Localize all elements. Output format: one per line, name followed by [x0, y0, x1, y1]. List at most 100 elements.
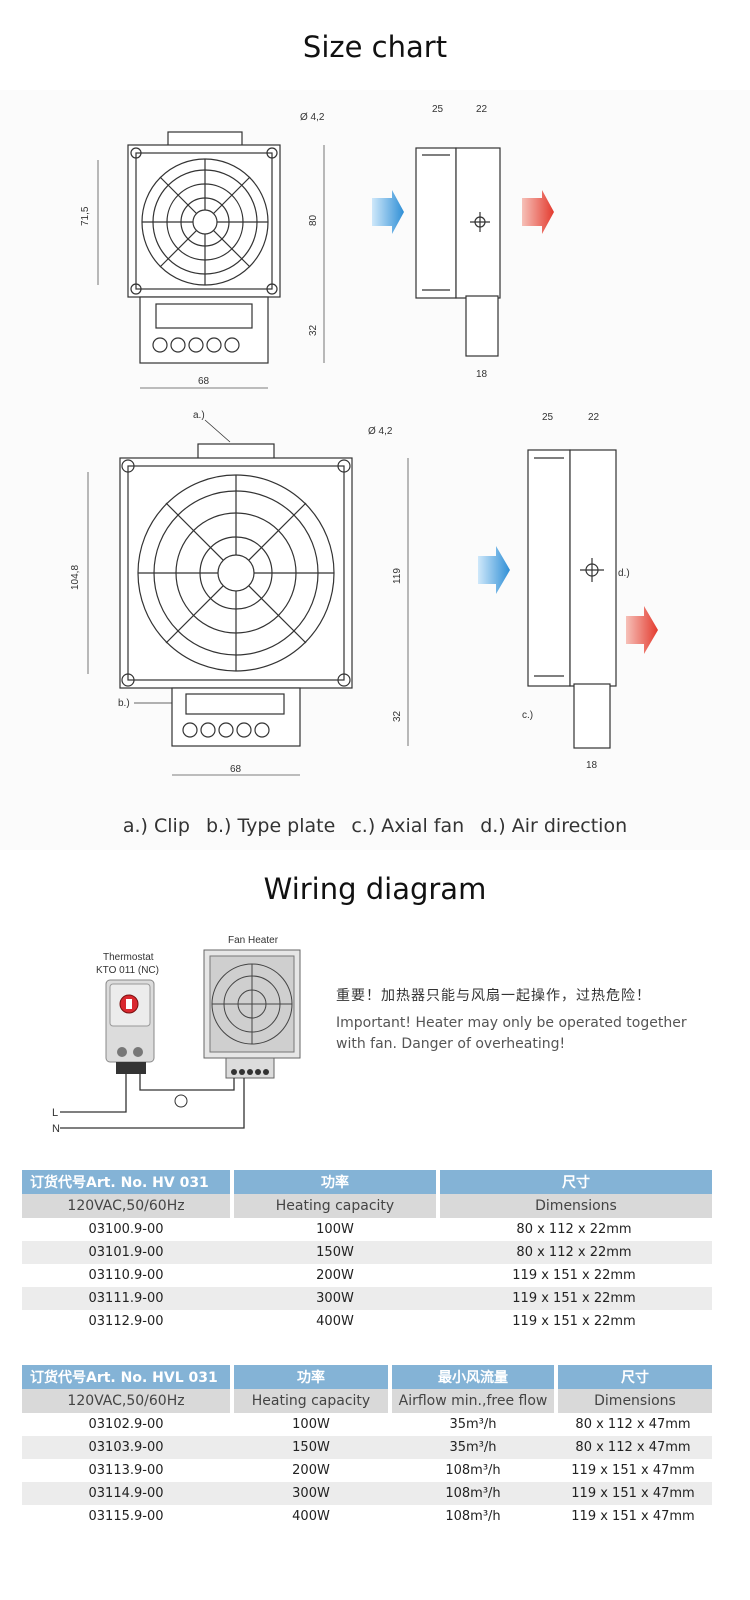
cell-dimensions: 119 x 151 x 47mm [558, 1482, 712, 1505]
thermostat-device [105, 979, 155, 1074]
cell-airflow: 108m³/h [445, 1509, 501, 1524]
cell-article: 03110.9-00 [88, 1268, 164, 1283]
dim-large-height: 104,8 [70, 565, 81, 590]
cell-article: 03103.9-00 [22, 1436, 234, 1459]
cell-dimensions: 119 x 151 x 22mm [512, 1268, 636, 1283]
dim-small-width: 68 [198, 376, 210, 387]
cell-dimensions: 119 x 151 x 22mm [440, 1287, 712, 1310]
table-row: 03114.9-00 300W 108m³/h 119 x 151 x 47mm [22, 1482, 712, 1505]
legend-axial-fan: c.) Axial fan [351, 815, 465, 837]
small-dimension-lines [97, 145, 325, 389]
large-dimension-lines [87, 458, 409, 776]
hvl031-table: 订货代号Art. No. HVL 031 功率 最小风流量 尺寸 120VAC,… [22, 1365, 712, 1528]
ground-icon [174, 1094, 188, 1108]
dim-small-overall: 80 [308, 214, 319, 226]
large-side-view [527, 449, 617, 749]
cell-article: 03102.9-00 [88, 1417, 164, 1432]
air-in-arrow-small [372, 190, 404, 234]
size-chart-title: Size chart [302, 30, 448, 64]
callout-a: a.) [193, 410, 205, 421]
wiring-drawing: Thermostat KTO 011 (NC) Fan Heater L N [52, 935, 301, 1135]
hv031-table: 订货代号Art. No. HV 031 功率 尺寸 120VAC,50/60Hz… [22, 1170, 712, 1333]
table-row: 03115.9-00 400W 108m³/h 119 x 151 x 47mm [22, 1505, 712, 1528]
col-size: 尺寸 [558, 1365, 712, 1389]
line-l-label: L [52, 1107, 58, 1119]
cell-power: 300W [234, 1287, 440, 1310]
table-subheader-row: 120VAC,50/60Hz Heating capacity Airflow … [22, 1389, 712, 1413]
cell-power: 150W [234, 1241, 440, 1264]
cell-dimensions: 80 x 112 x 22mm [440, 1241, 712, 1264]
cell-dimensions: 119 x 151 x 47mm [571, 1463, 695, 1478]
dim-small-hole: Ø 4,2 [300, 112, 325, 123]
sub-heating-capacity: Heating capacity [234, 1389, 392, 1413]
sub-voltage: 120VAC,50/60Hz [22, 1389, 234, 1413]
cell-article: 03111.9-00 [22, 1287, 234, 1310]
legend: a.) Clip b.) Type plate c.) Axial fan d.… [0, 815, 750, 837]
dim-large-bottom: 32 [392, 710, 403, 722]
dimension-drawing: 71,5 80 32 68 Ø 4,2 25 22 18 [70, 104, 658, 776]
col-article: 订货代号Art. No. HV 031 [22, 1170, 234, 1194]
air-out-arrow-large [626, 606, 658, 654]
size-chart-drawing: 71,5 80 32 68 Ø 4,2 25 22 18 [0, 90, 750, 850]
cell-airflow: 108m³/h [392, 1482, 558, 1505]
table-row: 03101.9-00 150W 80 x 112 x 22mm [22, 1241, 712, 1264]
cell-power: 200W [316, 1268, 354, 1283]
cell-power: 100W [292, 1417, 330, 1432]
cell-article: 03113.9-00 [88, 1463, 164, 1478]
cell-airflow: 35m³/h [392, 1436, 558, 1459]
sub-voltage: 120VAC,50/60Hz [22, 1194, 234, 1218]
cell-power: 100W [316, 1222, 354, 1237]
cell-article: 03112.9-00 [88, 1314, 164, 1329]
cell-article: 03100.9-00 [88, 1222, 164, 1237]
cell-dimensions: 80 x 112 x 47mm [558, 1436, 712, 1459]
thermostat-model-label: KTO 011 (NC) [96, 965, 159, 976]
air-out-arrow-small [522, 190, 554, 234]
warning-text-block: 重要！加热器只能与风扇一起操作，过热危险！ Important! Heater … [336, 985, 716, 1055]
thermostat-label: Thermostat [103, 952, 154, 963]
cell-power: 150W [234, 1436, 392, 1459]
callout-d: d.) [618, 568, 630, 579]
dim-small-side-b: 22 [476, 104, 488, 115]
wiring-diagram-title: Wiring diagram [263, 872, 487, 906]
table-subheader-row: 120VAC,50/60Hz Heating capacity Dimensio… [22, 1194, 712, 1218]
dim-large-hole: Ø 4,2 [368, 426, 393, 437]
table-row: 03111.9-00 300W 119 x 151 x 22mm [22, 1287, 712, 1310]
air-in-arrow-large [478, 546, 510, 594]
callout-c: c.) [522, 710, 533, 721]
callout-b: b.) [118, 698, 130, 709]
cell-power: 400W [316, 1314, 354, 1329]
sub-airflow: Airflow min.,free flow [392, 1389, 558, 1413]
cell-power: 400W [292, 1509, 330, 1524]
col-power: 功率 [234, 1365, 392, 1389]
warning-chinese: 重要！加热器只能与风扇一起操作，过热危险！ [336, 988, 651, 1004]
small-side-view [415, 147, 501, 357]
cell-article: 03114.9-00 [22, 1482, 234, 1505]
cell-airflow: 35m³/h [449, 1417, 497, 1432]
dim-small-height: 71,5 [80, 206, 91, 226]
dim-large-side-b: 22 [588, 412, 600, 423]
cell-airflow: 108m³/h [445, 1463, 501, 1478]
table-row: 03100.9-00 100W 80 x 112 x 22mm [22, 1218, 712, 1241]
cell-dimensions: 80 x 112 x 47mm [575, 1417, 691, 1432]
cell-article: 03101.9-00 [22, 1241, 234, 1264]
dim-large-overall: 119 [392, 568, 403, 584]
cell-dimensions: 119 x 151 x 47mm [571, 1509, 695, 1524]
fan-heater-label: Fan Heater [228, 935, 279, 946]
line-n-label: N [52, 1123, 60, 1135]
legend-type-plate: b.) Type plate [205, 815, 336, 837]
cell-article: 03115.9-00 [88, 1509, 164, 1524]
warning-english: Important! Heater may only be operated t… [336, 1015, 687, 1052]
table-row: 03103.9-00 150W 35m³/h 80 x 112 x 47mm [22, 1436, 712, 1459]
col-size: 尺寸 [440, 1170, 712, 1194]
sub-dimensions: Dimensions [440, 1194, 712, 1218]
cell-dimensions: 80 x 112 x 22mm [516, 1222, 632, 1237]
legend-clip: a.) Clip [122, 815, 190, 837]
sub-heating-capacity: Heating capacity [234, 1194, 440, 1218]
large-front-view [119, 443, 353, 747]
table-row: 03102.9-00 100W 35m³/h 80 x 112 x 47mm [22, 1413, 712, 1436]
cell-power: 200W [292, 1463, 330, 1478]
dim-small-bottom: 32 [308, 324, 319, 336]
table-row: 03113.9-00 200W 108m³/h 119 x 151 x 47mm [22, 1459, 712, 1482]
dim-large-width: 68 [230, 764, 242, 775]
col-power: 功率 [234, 1170, 440, 1194]
